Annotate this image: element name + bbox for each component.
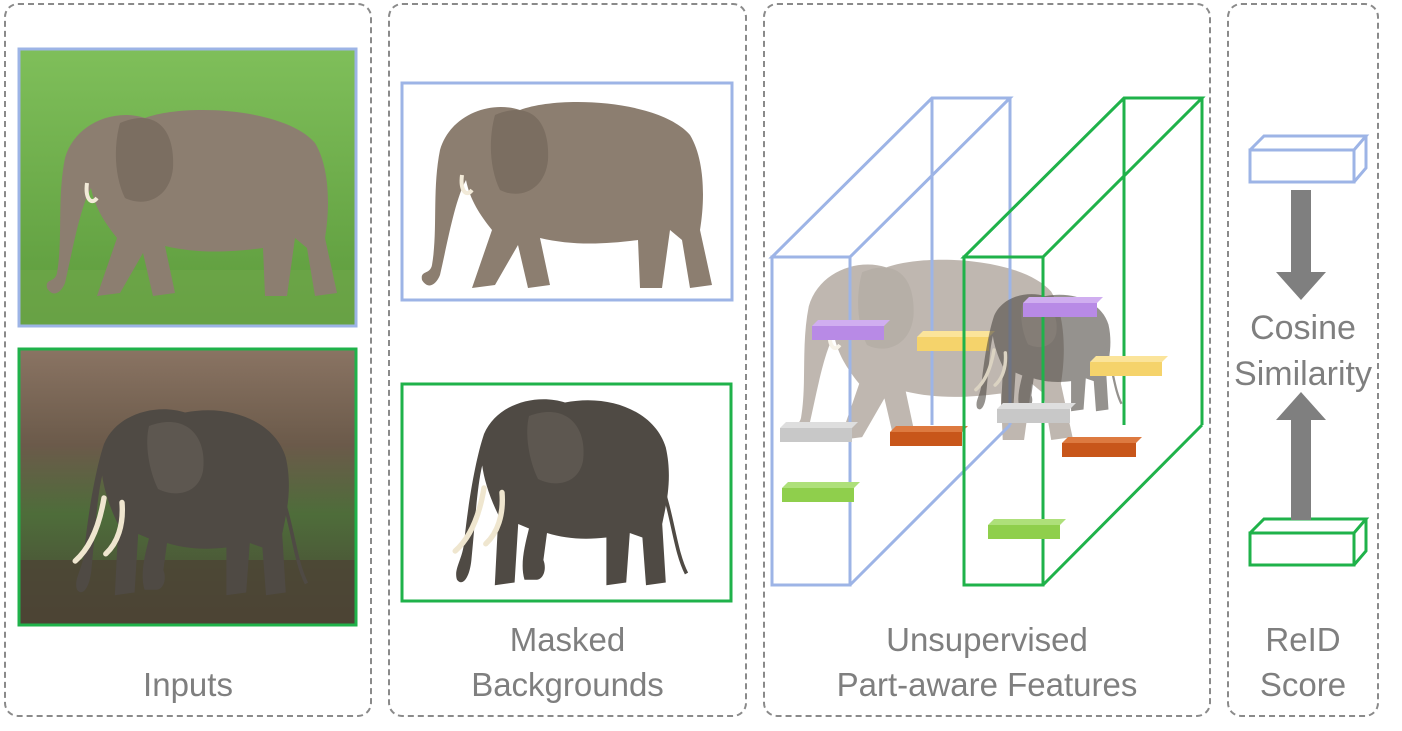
input-photo-bottom xyxy=(17,347,358,627)
reid-feature-green xyxy=(1248,517,1370,567)
reid-label-line2: Score xyxy=(1259,666,1347,703)
features-label-line2: Part-aware Features xyxy=(836,666,1138,703)
part-features-panel xyxy=(763,3,1211,717)
feature-volume-green xyxy=(960,96,1206,587)
part-cube-purple-blue xyxy=(812,320,890,340)
part-cube-grey-green xyxy=(997,403,1076,423)
part-cube-green-blue xyxy=(782,482,860,502)
part-cube-grey-blue xyxy=(780,422,858,442)
part-cube-orange-blue xyxy=(890,426,968,446)
masked-label-line1: Masked xyxy=(509,621,626,658)
feature-volume-blue xyxy=(768,96,1073,587)
inputs-panel xyxy=(4,3,372,717)
cosine-similarity-line1: Cosine xyxy=(1250,309,1356,347)
masked-photo-top xyxy=(400,81,734,302)
inputs-label: Inputs xyxy=(143,666,233,703)
reid-score-panel xyxy=(1227,3,1379,717)
masked-bottom-frame xyxy=(400,382,733,603)
reid-label-line1: ReID xyxy=(1265,621,1341,658)
features-label-line1: Unsupervised xyxy=(886,621,1088,658)
masked-backgrounds-panel xyxy=(388,3,747,717)
part-cube-purple-green xyxy=(1023,297,1103,317)
input-bottom-frame xyxy=(17,347,358,627)
masked-photo-bottom xyxy=(400,382,733,603)
input-top-frame xyxy=(17,47,358,328)
cosine-similarity-line2: Similarity xyxy=(1234,355,1372,393)
arrow-down-icon xyxy=(1276,190,1326,300)
input-photo-top xyxy=(17,47,358,328)
reid-feature-blue xyxy=(1248,134,1370,184)
part-cube-yellow-blue xyxy=(917,331,995,351)
masked-top-frame xyxy=(400,81,734,302)
part-cube-green-green xyxy=(988,519,1066,539)
masked-label-line2: Backgrounds xyxy=(471,666,664,703)
arrow-up-icon xyxy=(1276,392,1326,520)
part-cube-orange-green xyxy=(1062,437,1142,457)
part-cube-yellow-green xyxy=(1090,356,1168,376)
